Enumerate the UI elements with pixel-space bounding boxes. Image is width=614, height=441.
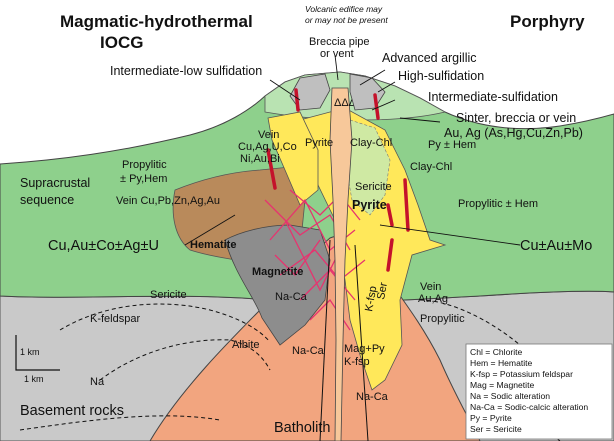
label-na: Na <box>90 376 105 388</box>
label-breccia-pipe-line2: or vent <box>320 48 354 60</box>
legend-item-py: Py = Pyrite <box>470 413 512 423</box>
label-hematite: Hematite <box>190 239 236 251</box>
label-clay-chl-1: Clay-Chl <box>350 137 392 149</box>
label-k-fsp-2: K-fsp <box>344 356 370 368</box>
label-propylitic-hem: Propylitic ± Hem <box>458 198 538 210</box>
label-advanced-argillic: Advanced argillic <box>382 51 477 65</box>
legend-item-mag: Mag = Magnetite <box>470 380 534 390</box>
label-vein-right-1: Vein <box>420 281 441 293</box>
label-na-ca-1: Na-Ca <box>275 291 308 303</box>
label-supracrustal-1: Supracrustal <box>20 176 90 190</box>
label-pyrite-big: Pyrite <box>352 198 387 212</box>
note-line1: Volcanic edifice may <box>305 4 383 14</box>
legend-item-na: Na = Sodic alteration <box>470 391 550 401</box>
title-left-line2: IOCG <box>100 33 143 52</box>
label-sinter-line2: Au, Ag (As,Hg,Cu,Zn,Pb) <box>444 126 583 140</box>
label-na-ca-2: Na-Ca <box>292 345 325 357</box>
label-magnetite: Magnetite <box>252 266 303 278</box>
label-clay-chl-2: Clay-Chl <box>410 161 452 173</box>
label-vein-left: Vein Cu,Pb,Zn,Ag,Au <box>116 195 220 207</box>
label-intermediate-sulfidation: Intermediate-sulfidation <box>428 90 558 104</box>
legend-item-chl: Chl = Chlorite <box>470 347 523 357</box>
title-left-line1: Magmatic-hydrothermal <box>60 12 253 31</box>
label-supracrustal-2: sequence <box>20 193 74 207</box>
label-pyrite-small: Pyrite <box>305 137 333 149</box>
label-vein-upper-2: Cu,Ag,U,Co <box>238 141 297 153</box>
label-albite: Albite <box>232 339 260 351</box>
label-breccia-pipe-line1: Breccia pipe <box>309 36 370 48</box>
label-vein-upper-3: Ni,Au,Bi <box>240 153 280 165</box>
label-intermediate-low-sulfidation: Intermediate-low sulfidation <box>110 64 262 78</box>
label-cu-au-mo: Cu±Au±Mo <box>520 238 592 254</box>
label-mag-py: Mag+Py <box>344 343 385 355</box>
label-sericite-left: Sericite <box>150 289 187 301</box>
label-py-hem: Py ± Hem <box>428 139 476 151</box>
legend-item-kfsp: K-fsp = Potassium feldspar <box>470 369 573 379</box>
scale-vertical-label: 1 km <box>20 347 40 357</box>
legend-item-naca: Na-Ca = Sodic-calcic alteration <box>470 402 588 412</box>
label-cu-au-co: Cu,Au±Co±Ag±U <box>48 238 159 254</box>
label-k-feldspar: K-feldspar <box>90 313 140 325</box>
note-line2: or may not be present <box>305 15 388 25</box>
label-vein-upper-1: Vein <box>258 129 279 141</box>
label-propylitic-left-1: Propylitic <box>122 159 167 171</box>
label-sericite-upper: Sericite <box>355 181 392 193</box>
label-batholith: Batholith <box>274 420 330 436</box>
label-vein-right-2: Au,Ag <box>418 293 448 305</box>
label-propylitic-right: Propylitic <box>420 313 465 325</box>
abbreviation-legend: Chl = Chlorite Hem = Hematite K-fsp = Po… <box>466 344 612 439</box>
title-right: Porphyry <box>510 12 585 31</box>
scale-horizontal-label: 1 km <box>24 374 44 384</box>
label-propylitic-left-2: ± Py,Hem <box>120 173 167 185</box>
label-na-ca-3: Na-Ca <box>356 391 389 403</box>
legend-item-ser: Ser = Sericite <box>470 424 522 434</box>
label-sinter-line1: Sinter, breccia or vein <box>456 111 576 125</box>
legend-item-hem: Hem = Hematite <box>470 358 533 368</box>
label-high-sulfidation: High-sulfidation <box>398 69 484 83</box>
label-basement-rocks: Basement rocks <box>20 403 124 419</box>
